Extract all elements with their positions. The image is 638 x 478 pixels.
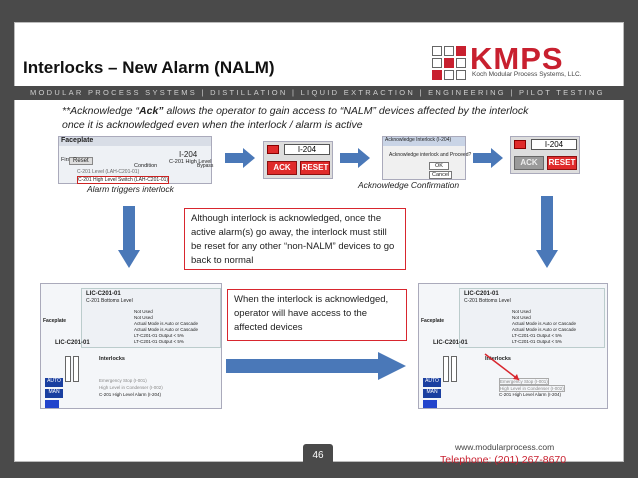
br-ilk-3: C-201 High Level Alarm (I-204) (499, 392, 562, 397)
br-mode-button[interactable] (423, 400, 437, 408)
bl-ilk-3: C-201 High Level Alarm (I-204) (99, 392, 162, 397)
bl-man-button[interactable]: MAN (45, 389, 63, 398)
logo-word: KMPS (470, 41, 564, 76)
dialog-ok-button[interactable]: OK (429, 162, 449, 170)
description-bold: Ack” (139, 105, 164, 117)
logo-grid-icon (432, 46, 466, 80)
right-arrow-icon (340, 148, 370, 168)
bl-faceplate-label: Faceplate (43, 318, 67, 324)
faceplate-tag: I-204 (179, 150, 198, 159)
controller-panel: LIC-C201-01 C-201 Bottoms Level Not Used… (459, 288, 605, 348)
level-bar (73, 356, 79, 382)
tagline-bar: MODULAR PROCESS SYSTEMS | DISTILLATION |… (14, 86, 624, 100)
bl-row-3: Actual Mode is Auto or Cascade (134, 321, 199, 326)
controller-subtitle: C-201 Bottoms Level (86, 298, 133, 304)
faceplate-desc: C-201 High Level (169, 159, 212, 165)
interlock-tag-field: I-204 (284, 144, 330, 155)
dialog-question: Acknowledge interlock and Proceed? (389, 152, 472, 158)
br-row-1: Not Used (512, 309, 531, 314)
right-arrow-icon (473, 148, 503, 168)
down-arrow-icon (536, 196, 558, 268)
alarm-indicator-icon (514, 140, 526, 149)
footer-telephone: Telephone: (201) 267-8670 (440, 454, 567, 466)
bl-ilk-2: High Level in Condenser (I-002) (99, 385, 163, 390)
reset-button[interactable]: RESET (300, 161, 330, 175)
controller-subtitle: C-201 Bottoms Level (464, 298, 511, 304)
ack-button[interactable]: ACK (267, 161, 297, 175)
controller-title: LIC-C201-01 (86, 291, 121, 297)
right-arrow-icon (225, 148, 255, 168)
dialog-cancel-button[interactable]: Cancel (429, 171, 453, 179)
callout-reset-note: Although interlock is acknowledged, once… (184, 208, 406, 270)
down-arrow-icon (118, 206, 140, 268)
bl-row-6: LT-C201-01 Output < 5% (134, 339, 184, 344)
interlock-panel-2: I-204 ACK RESET (510, 136, 580, 174)
bl-auto-button[interactable]: AUTO (45, 378, 63, 387)
faceplate-row-2: C-201 High Level Switch (LAH-C201-01) (77, 176, 170, 184)
callout-access-note: When the interlock is acknowledged, oper… (227, 289, 407, 341)
interlock-tag-field: I-204 (531, 139, 577, 150)
kmps-logo: KMPS Koch Modular Process Systems, LLC. (432, 41, 592, 82)
level-bar (451, 356, 457, 382)
faceplate-screenshot-1: Faceplate I-204 C-201 High Level First O… (58, 136, 214, 184)
br-row-4: Actual Mode is Auto or Cascade (512, 327, 577, 332)
faceplate-reset-button[interactable]: Reset (69, 157, 93, 165)
bypass-header: Bypass (197, 163, 214, 169)
reset-button[interactable]: RESET (547, 156, 577, 170)
pointer-line-icon (484, 353, 520, 381)
dialog-titlebar (383, 137, 465, 146)
condition-header: Condition (134, 163, 158, 169)
br-ilk-1: Emergency Stop (I-001) (499, 378, 549, 385)
faceplate-row-1: C-201 Level (LAH-C201-01) (77, 169, 140, 175)
bottom-right-screenshot: LIC-C201-01 C-201 Bottoms Level Not Used… (418, 283, 608, 409)
faceplate-header-bar (59, 137, 211, 146)
bl-tag: LIC-C201-01 (55, 340, 90, 346)
bl-row-4: Actual Mode is Auto or Cascade (134, 327, 199, 332)
bottom-left-screenshot: LIC-C201-01 C-201 Bottoms Level Not Used… (40, 283, 222, 409)
controller-panel: LIC-C201-01 C-201 Bottoms Level Not Used… (81, 288, 221, 348)
caption-left: Alarm triggers interlock (87, 184, 174, 194)
br-ilk-2: High Level in Condenser (I-002) (499, 385, 565, 392)
br-interlocks-title: Interlocks (485, 356, 511, 362)
level-bar (443, 356, 449, 382)
acknowledge-dialog: Acknowledge Interlock (I-204) Acknowledg… (382, 136, 471, 180)
page-number: 46 (303, 444, 333, 468)
caption-right: Acknowledge Confirmation (358, 180, 460, 190)
bl-ilk-1: Emergency Stop (I-001) (99, 378, 147, 383)
logo-subtitle: Koch Modular Process Systems, LLC. (472, 71, 582, 78)
br-row-6: LT-C201-01 Output < 5% (512, 339, 562, 344)
br-man-button[interactable]: MAN (423, 389, 441, 398)
right-arrow-icon (226, 352, 406, 380)
ack-button-disabled[interactable]: ACK (514, 156, 544, 170)
br-row-3: Actual Mode is Auto or Cascade (512, 321, 577, 326)
bl-interlocks-title: Interlocks (99, 356, 125, 362)
slide-description: **Acknowledge “Ack” allows the operator … (62, 104, 532, 132)
level-bar (65, 356, 71, 382)
interlock-panel-1: I-204 ACK RESET (263, 141, 333, 179)
br-tag: LIC-C201-01 (433, 340, 468, 346)
br-row-5: LT-C201-01 Output < 5% (512, 333, 562, 338)
br-faceplate-label: Faceplate (421, 318, 445, 324)
slide-title: Interlocks – New Alarm (NALM) (23, 58, 275, 77)
description-prefix: **Acknowledge “ (62, 105, 140, 117)
faceplate-header: Faceplate (61, 137, 94, 144)
bl-row-2: Not Used (134, 315, 153, 320)
br-row-2: Not Used (512, 315, 531, 320)
bl-row-1: Not Used (134, 309, 153, 314)
description-suffix: allows the operator to gain access to “N… (62, 105, 529, 131)
alarm-indicator-icon (267, 145, 279, 154)
controller-title: LIC-C201-01 (464, 291, 499, 297)
footer-url: www.modularprocess.com (455, 442, 555, 452)
bl-mode-button[interactable] (45, 400, 59, 408)
br-auto-button[interactable]: AUTO (423, 378, 441, 387)
bl-row-5: LT-C201-01 Output < 5% (134, 333, 184, 338)
dialog-title: Acknowledge Interlock (I-204) (385, 137, 452, 143)
